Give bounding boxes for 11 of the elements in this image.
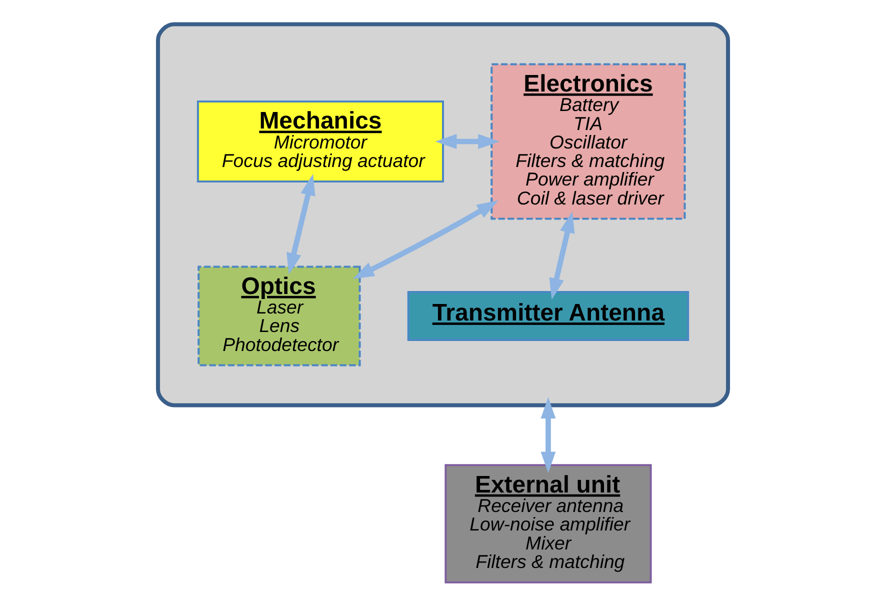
cluster [155, 22, 730, 408]
arrow [548, 211, 574, 300]
node-box: Optics Laser Lens Photodetector [197, 266, 360, 366]
arrow [540, 397, 556, 474]
node-box: External unit Receiver antenna Low-noise amplifier Mixer Filters & matching [444, 464, 652, 584]
node-box: Electronics Battery TIA Oscillator Filters & matching Power amplifier Coil & laser driver [490, 63, 686, 220]
node-box: Transmitter Antenna [406, 291, 689, 341]
arrow [352, 200, 498, 279]
arrow [286, 174, 315, 274]
arrow [434, 134, 499, 149]
node-box: Mechanics Micromotor Focus adjusting actuator [196, 100, 444, 182]
